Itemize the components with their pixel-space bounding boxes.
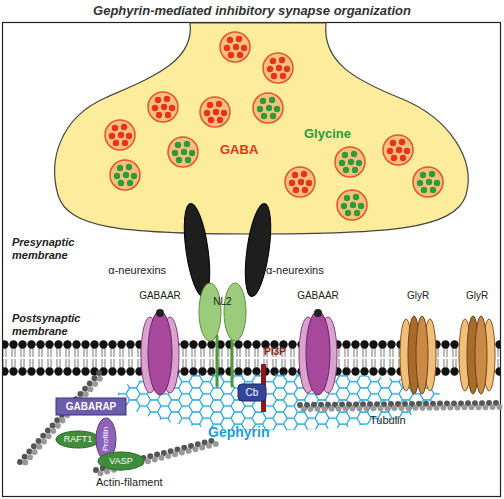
shape-part <box>314 309 322 317</box>
shape-part <box>148 311 172 395</box>
glycine-vesicle <box>168 137 198 167</box>
gaba-vesicle <box>285 167 315 197</box>
actin-label: Actin-filament <box>96 476 196 489</box>
shape-part <box>241 202 276 298</box>
shape-part <box>306 311 330 395</box>
gaba-vesicle <box>200 97 230 127</box>
node-label: Cb <box>238 384 266 401</box>
node-label: GABAAR <box>288 290 348 302</box>
gaba-vesicle <box>105 120 135 150</box>
gabarap-box: GABARAP <box>56 398 126 415</box>
raft1-oval: RAFT1 <box>56 431 100 448</box>
actin-strand <box>23 375 103 465</box>
gabaa-receptor: GABAAR <box>130 290 190 402</box>
pi3p-lipid: PI3P <box>255 346 295 416</box>
glycine-receptor: GlyR <box>393 290 443 402</box>
node-outline <box>393 290 443 402</box>
node-outline <box>195 278 250 388</box>
membrane-label: Postsynaptic membrane <box>12 312 102 338</box>
collybistin-box: Cb <box>238 384 266 401</box>
tubulin-label: Tubulin <box>370 414 430 427</box>
gaba-vesicle <box>148 92 178 122</box>
node-outline <box>130 290 190 402</box>
shape-part <box>224 283 246 341</box>
shape-part <box>98 452 144 470</box>
glycine-vesicle <box>253 93 283 123</box>
vasp-oval: VASP <box>98 452 144 470</box>
glycine-vesicle <box>110 160 140 190</box>
gephyrin-label: Gephyrin <box>208 424 288 440</box>
shape-part <box>156 309 164 317</box>
node-label: NL2 <box>195 296 250 308</box>
node-label: RAFT1 <box>56 431 100 448</box>
node-label: GlyR <box>393 290 443 302</box>
node-label: α-neurexins <box>82 264 166 277</box>
figure-frame <box>3 23 501 497</box>
glycine-label: Glycine <box>304 126 364 141</box>
node-label: GABARAP <box>56 398 126 415</box>
node-label: VASP <box>98 452 144 470</box>
gaba-vesicle <box>383 135 413 165</box>
shape-part <box>56 398 126 415</box>
gabaa-receptor: GABAAR <box>288 290 348 402</box>
gaba-vesicle <box>263 53 293 83</box>
shape-part <box>238 384 266 401</box>
gaba-label: GABA <box>220 142 270 157</box>
shape-part <box>199 283 221 341</box>
node-label: α-neurexins <box>266 264 350 277</box>
tubulin-strand <box>300 407 500 409</box>
node-label: GABAAR <box>130 290 190 302</box>
neuroligin-protein: NL2 <box>195 278 250 388</box>
glycine-vesicle <box>337 190 367 220</box>
figure-title: Gephyrin-mediated inhibitory synapse org… <box>0 3 504 18</box>
membrane-label: Presynaptic membrane <box>12 236 92 262</box>
glycine-vesicle <box>413 167 443 197</box>
node-label: PI3P <box>264 346 296 358</box>
shape-part <box>216 336 219 386</box>
gaba-vesicle <box>220 32 250 62</box>
shape-part <box>416 316 428 394</box>
glycine-vesicle <box>335 147 365 177</box>
shape-part <box>475 316 487 394</box>
glycine-receptor: GlyR <box>452 290 502 402</box>
actin-strand <box>20 372 100 462</box>
shape-part <box>56 431 100 448</box>
presynaptic-bouton <box>55 23 468 234</box>
node-label: GlyR <box>452 290 502 302</box>
node-outline <box>288 290 348 402</box>
shape-part <box>231 336 234 386</box>
node-outline <box>452 290 502 402</box>
